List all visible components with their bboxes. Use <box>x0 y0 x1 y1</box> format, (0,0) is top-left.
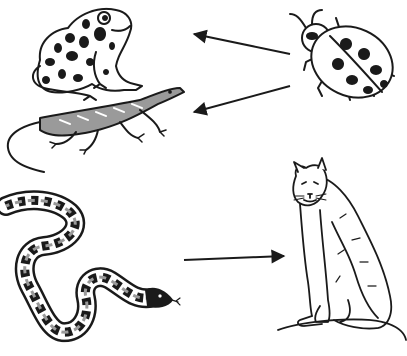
arrow-snake-to-mountain-lion <box>184 256 284 260</box>
snake-icon <box>6 200 180 332</box>
arrow-ladybug-to-lizard <box>194 86 290 112</box>
frog-icon <box>33 9 142 100</box>
arrow-ladybug-to-frog <box>194 34 290 54</box>
mountain-lion-icon <box>278 158 406 340</box>
ladybug-icon <box>290 10 404 111</box>
food-web-arrows <box>184 34 290 260</box>
